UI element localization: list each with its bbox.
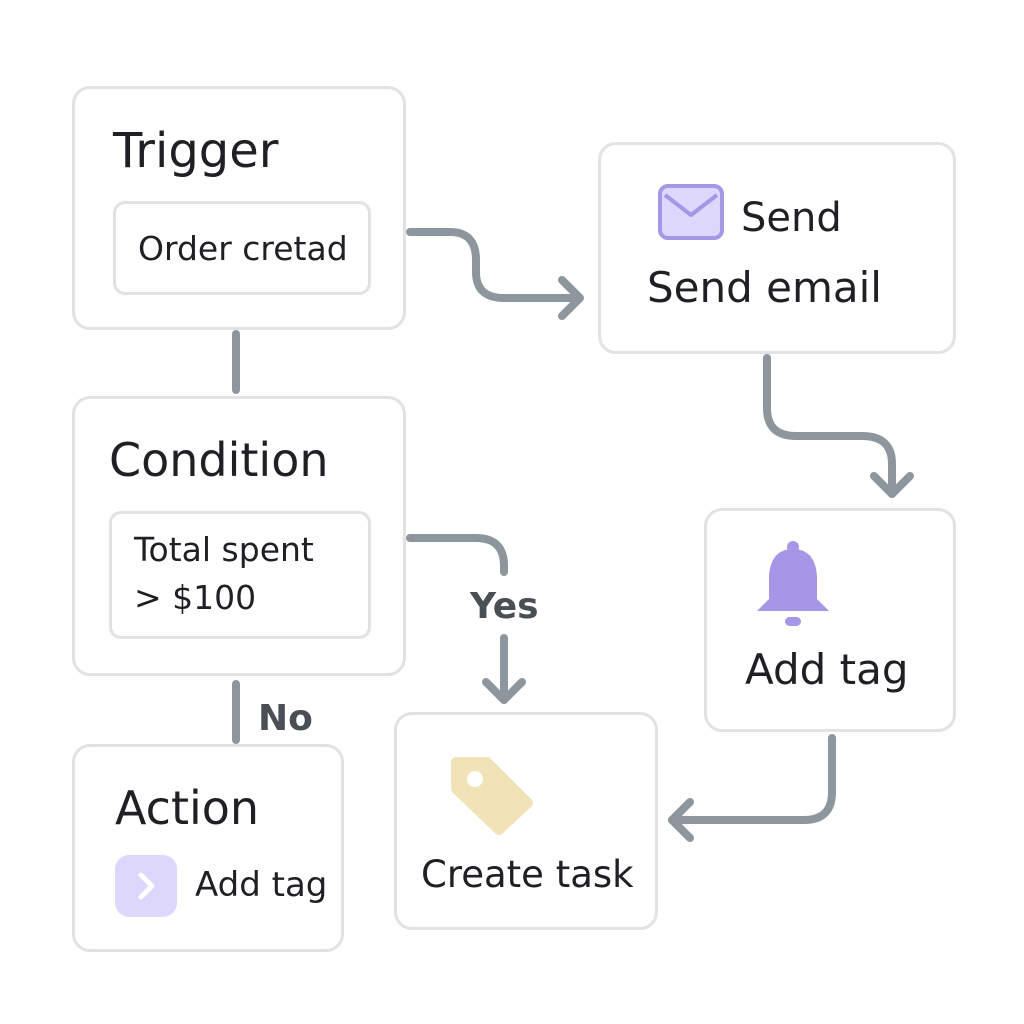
connector-condition-yes	[406, 534, 508, 576]
send-email-line2: Send email	[647, 263, 882, 312]
condition-node[interactable]: Condition Total spent > $100	[72, 396, 406, 676]
action-label: Add tag	[195, 865, 328, 905]
add-tag-label: Add tag	[745, 645, 909, 694]
envelope-icon	[657, 183, 725, 245]
no-label: No	[258, 698, 313, 739]
action-title: Action	[115, 781, 260, 835]
arrowhead-task-left	[668, 798, 694, 842]
tag-icon	[445, 753, 537, 841]
trigger-value-box[interactable]: Order cretad	[113, 201, 371, 295]
arrowhead-send	[558, 276, 584, 320]
chevron-right-icon	[115, 855, 177, 917]
create-task-node[interactable]: Create task	[394, 712, 658, 930]
action-node[interactable]: Action Add tag	[72, 744, 344, 952]
condition-value-line1: Total spent	[134, 530, 314, 569]
send-email-node[interactable]: Send Send email	[598, 142, 956, 354]
connector-send-addtag	[763, 354, 896, 498]
add-tag-node[interactable]: Add tag	[704, 508, 956, 732]
condition-value-box[interactable]: Total spent > $100	[109, 511, 371, 639]
arrowhead-addtag	[870, 472, 914, 498]
trigger-value: Order cretad	[138, 229, 348, 268]
create-task-label: Create task	[421, 853, 634, 896]
arrowhead-task	[482, 678, 526, 704]
trigger-title: Trigger	[113, 123, 279, 179]
yes-label: Yes	[470, 586, 539, 627]
condition-title: Condition	[109, 433, 329, 487]
bell-icon	[751, 541, 835, 637]
connector-trigger-send	[406, 228, 582, 302]
trigger-node[interactable]: Trigger Order cretad	[72, 86, 406, 330]
connector-addtag-task	[668, 734, 836, 824]
send-email-line1: Send	[741, 195, 842, 241]
condition-value-line2: > $100	[134, 578, 257, 617]
